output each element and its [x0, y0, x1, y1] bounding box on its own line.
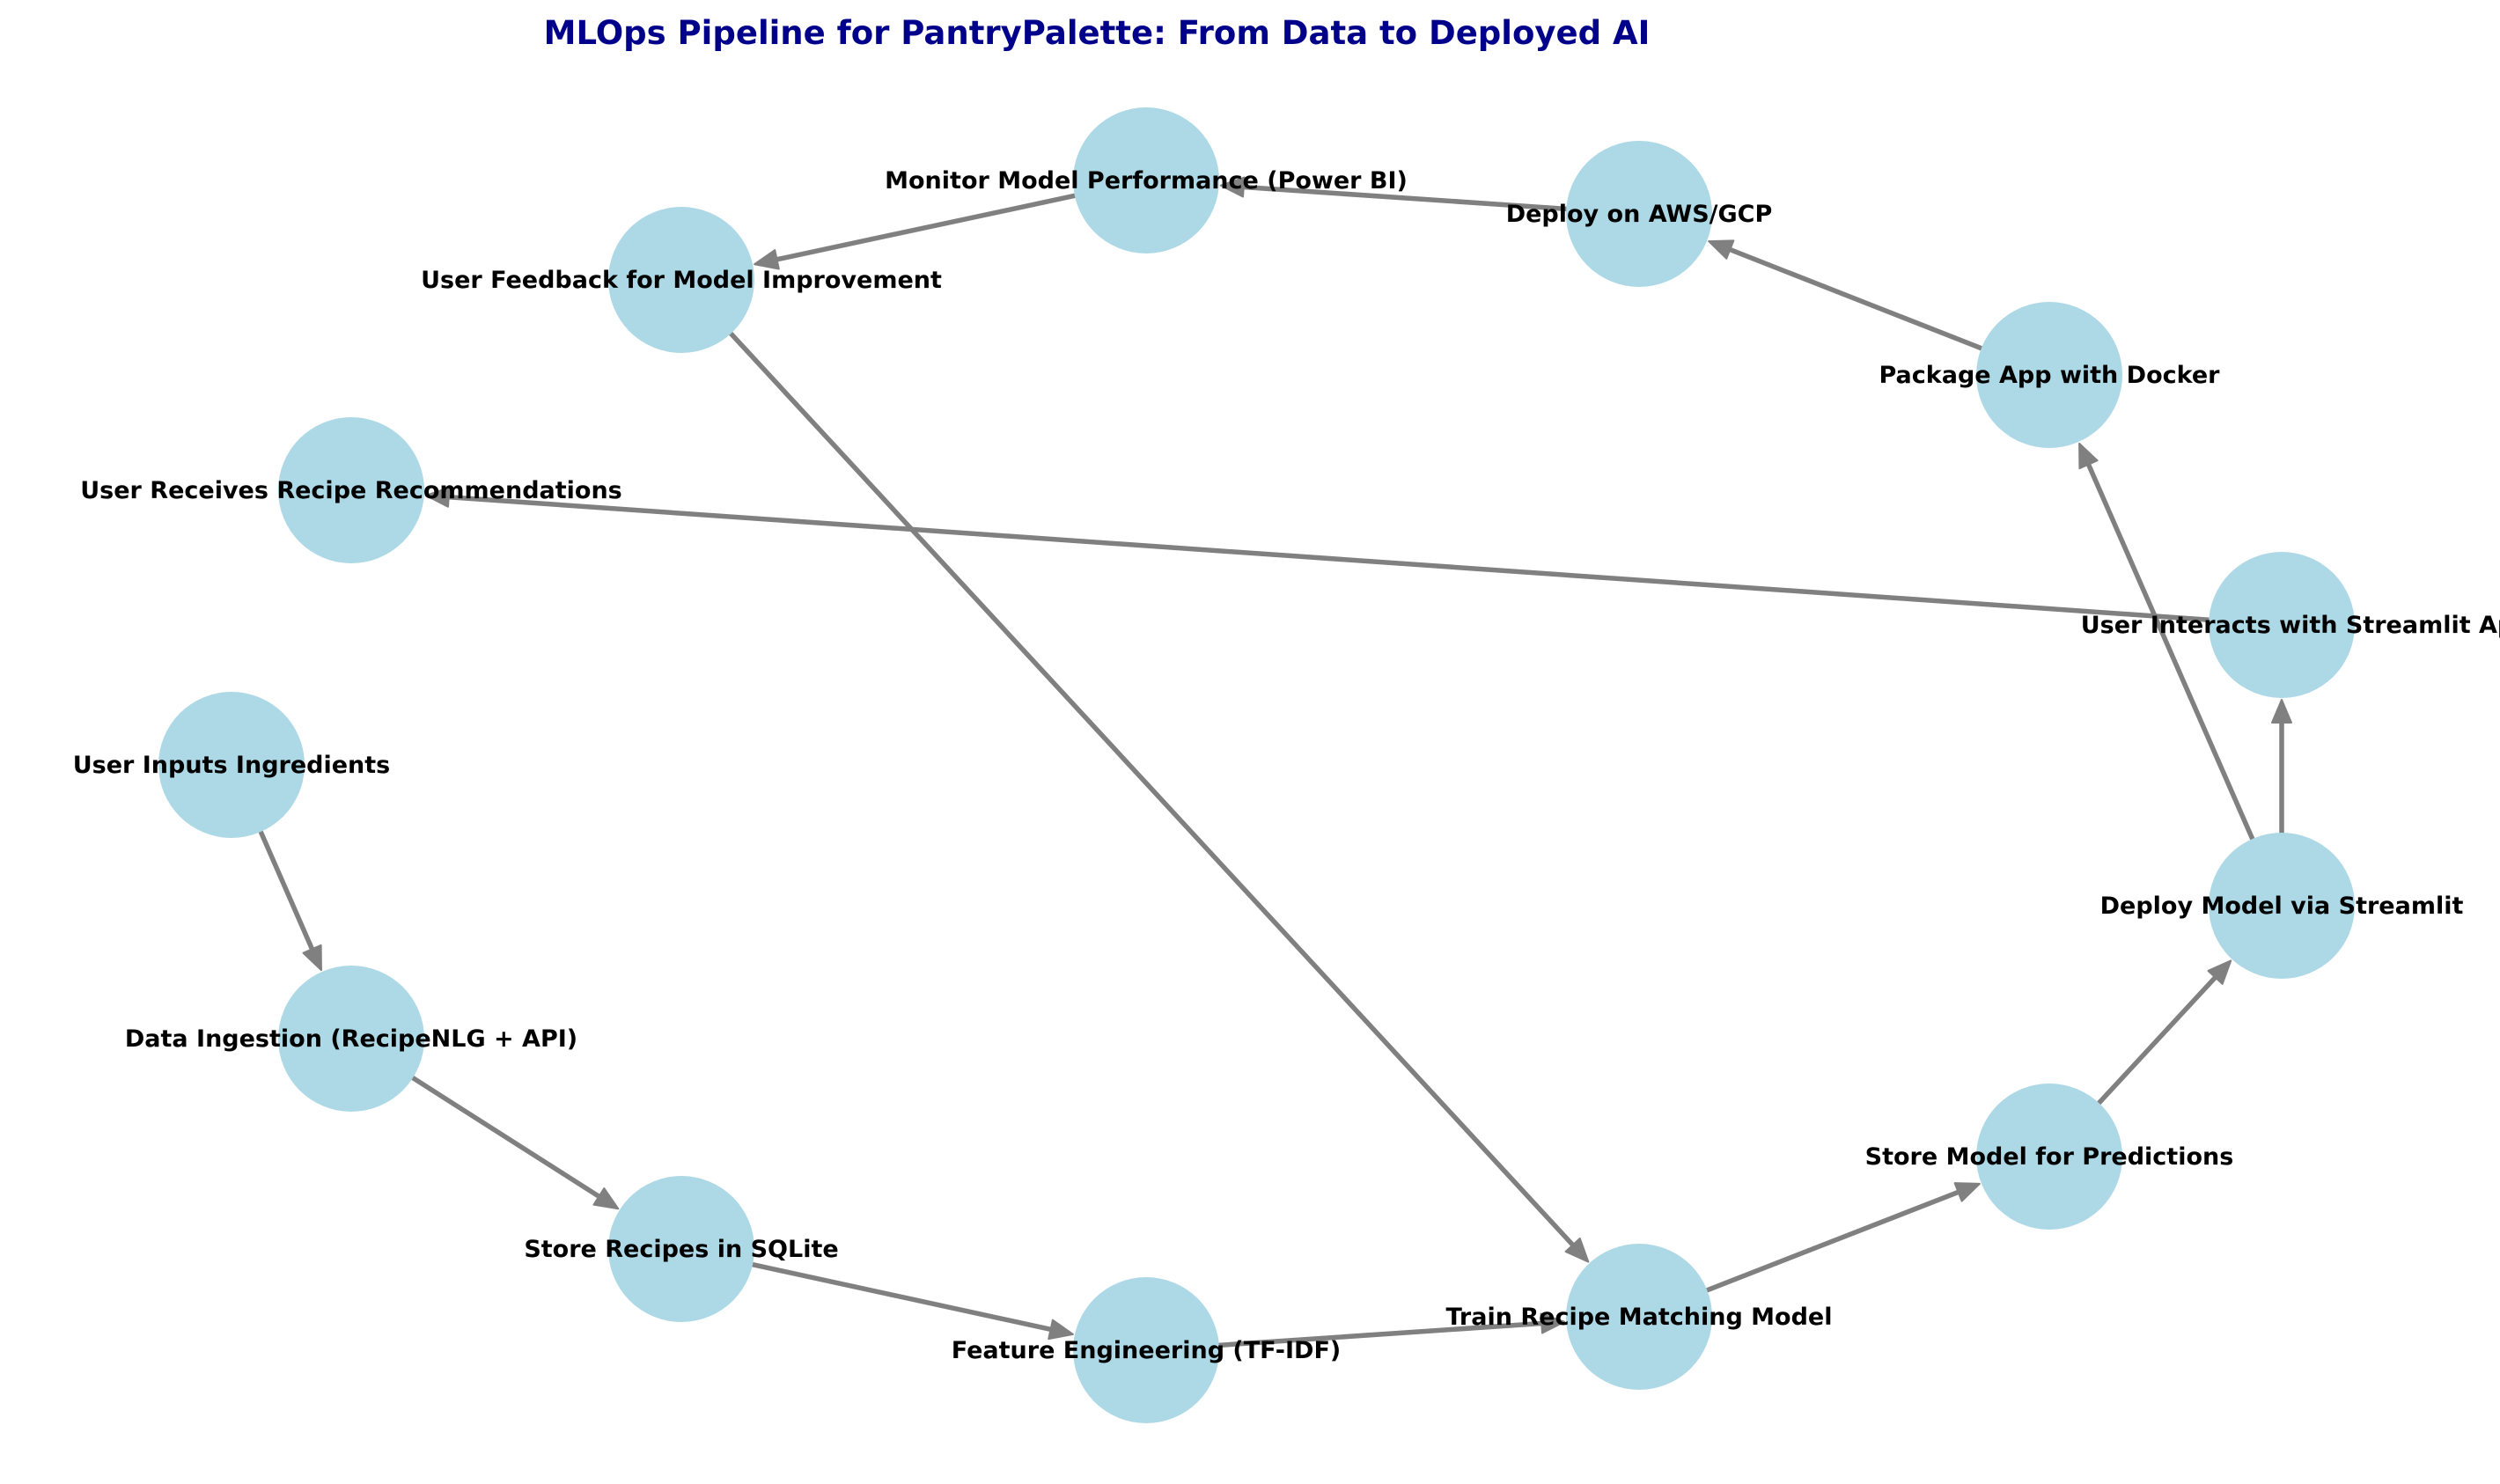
edge-line: [1238, 184, 1569, 212]
edge-user_inputs-to-data_ingestion: [258, 829, 322, 972]
arrowhead: [1953, 1182, 1981, 1202]
node-train_model: [1566, 1244, 1712, 1390]
node-label-package_docker: Package App with Docker: [1879, 362, 2220, 389]
edge-deploy_cloud-to-monitor: [1219, 176, 1569, 212]
node-label-data_ingestion: Data Ingestion (RecipeNLG + API): [125, 1025, 577, 1053]
node-label-store_model: Store Model for Predictions: [1865, 1143, 2234, 1171]
arrowhead: [2078, 442, 2099, 470]
node-label-feature_eng: Feature Engineering (TF-IDF): [952, 1337, 1341, 1364]
diagram-title: MLOps Pipeline for PantryPalette: From D…: [544, 14, 1651, 52]
edge-line: [1704, 1188, 1965, 1293]
arrowhead: [1048, 1319, 1074, 1341]
arrowhead: [1564, 1237, 1590, 1263]
edge-package_docker-to-deploy_cloud: [1708, 239, 1984, 351]
edge-train_model-to-store_model: [1704, 1182, 1981, 1293]
node-data_ingestion: [278, 966, 424, 1112]
node-label-user_inputs: User Inputs Ingredients: [73, 752, 391, 779]
edge-monitor-to-user_feedback: [754, 193, 1077, 270]
node-label-user_feedback: User Feedback for Model Improvement: [421, 267, 942, 294]
node-label-train_model: Train Recipe Matching Model: [1445, 1304, 1832, 1331]
edge-store_sqlite-to-feature_eng: [750, 1261, 1074, 1341]
node-user_inputs: [158, 692, 305, 838]
arrowhead: [1708, 239, 1735, 260]
edge-deploy_streamlit-to-package_docker: [2078, 442, 2255, 841]
node-package_docker: [1976, 302, 2122, 448]
node-store_model: [1976, 1084, 2122, 1230]
node-label-store_sqlite: Store Recipes in SQLite: [524, 1236, 838, 1263]
edge-deploy_streamlit-to-user_interacts: [2271, 699, 2292, 835]
node-deploy_streamlit: [2209, 833, 2355, 979]
arrowhead: [1219, 176, 1246, 198]
arrowhead: [592, 1187, 620, 1210]
node-deploy_cloud: [1566, 141, 1712, 287]
edges-layer: [258, 176, 2292, 1348]
edge-line: [1724, 246, 1984, 351]
node-label-user_interacts: User Interacts with Streamlit Ap: [2081, 612, 2500, 639]
node-user_interacts: [2209, 552, 2355, 698]
node-label-user_receives: User Receives Recipe Recommendations: [80, 477, 622, 504]
node-user_receives: [278, 417, 424, 563]
node-label-deploy_cloud: Deploy on AWS/GCP: [1506, 201, 1773, 228]
node-label-monitor: Monitor Model Performance (Power BI): [885, 167, 1408, 195]
edge-line: [728, 331, 1578, 1251]
edge-data_ingestion-to-store_sqlite: [410, 1075, 620, 1210]
edge-user_interacts-to-user_receives: [424, 486, 2211, 622]
node-store_sqlite: [608, 1176, 754, 1322]
arrowhead: [754, 249, 780, 270]
edge-feature_eng-to-train_model: [1217, 1312, 1566, 1348]
edge-store_model-to-deploy_streamlit: [2096, 959, 2232, 1106]
edge-line: [750, 1261, 1057, 1333]
arrowhead: [1540, 1312, 1566, 1334]
edge-line: [2096, 972, 2221, 1106]
arrowhead: [302, 944, 322, 972]
node-user_feedback: [608, 207, 754, 353]
edge-line: [2085, 459, 2255, 841]
arrowhead: [2271, 699, 2292, 724]
edge-line: [770, 193, 1077, 263]
node-label-deploy_streamlit: Deploy Model via Streamlit: [2100, 893, 2464, 920]
arrowhead: [424, 486, 451, 508]
nodes-layer: [158, 107, 2355, 1423]
arrowhead: [2207, 959, 2232, 985]
node-monitor: [1073, 107, 1219, 253]
edge-line: [258, 829, 316, 955]
edge-line: [410, 1075, 605, 1201]
node-feature_eng: [1073, 1277, 1219, 1423]
edge-line: [442, 494, 2211, 622]
edge-line: [1217, 1320, 1548, 1348]
edge-user_feedback-to-train_model: [728, 331, 1590, 1263]
